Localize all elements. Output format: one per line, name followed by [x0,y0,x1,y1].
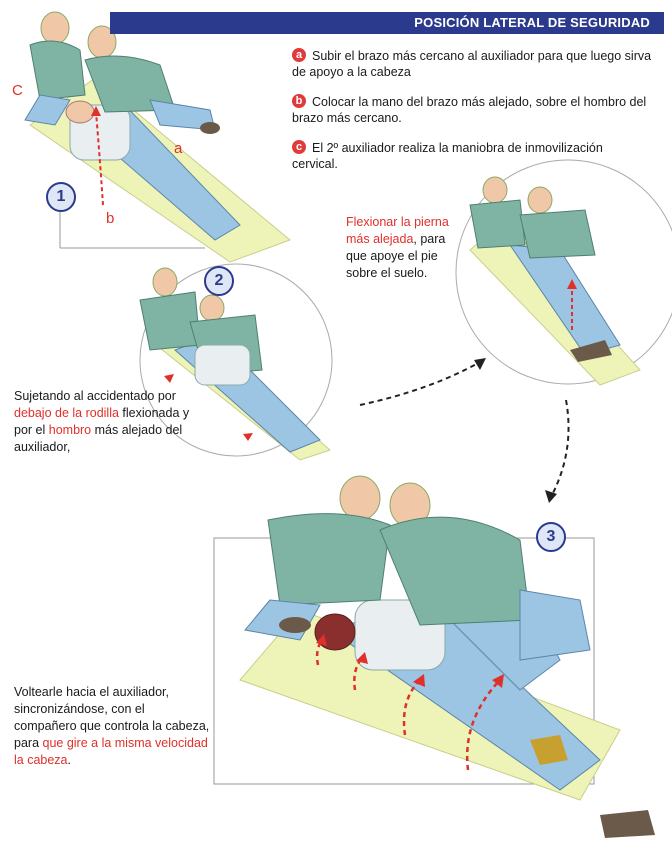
figure-3-number: 3 [536,522,566,552]
step-a-text: Subir el brazo más cercano al auxiliador… [292,49,651,79]
step-b-text: Colocar la mano del brazo más alejado, s… [292,95,646,125]
figure-1-label-a: a [174,140,182,157]
flow-arrow-down [552,400,569,495]
figure-flex-illustration [456,160,672,385]
figure-1-label-b: b [106,210,114,227]
figure-2-caption-text-1: Sujetando al accidentado por [14,389,176,403]
figure-flex-caption: Flexionar la pierna más alejada, para qu… [346,214,458,282]
figure-1-label-c: c [12,82,23,99]
figure-2-caption-highlight-1: debajo de la rodilla [14,406,119,420]
step-a-badge: a [292,48,306,62]
figure-1-number: 1 [46,182,76,212]
header-bar: POSICIÓN LATERAL DE SEGURIDAD [110,12,664,34]
figure-2-number: 2 [204,266,234,296]
step-b-badge: b [292,94,306,108]
figure-3-caption-text-2: . [68,753,71,767]
step-c-badge: c [292,140,306,154]
figure-3-caption: Voltearle hacia el auxiliador, sincroniz… [14,684,210,769]
figure-2-caption-highlight-2: hombro [49,423,91,437]
figure-1-illustration [25,12,290,262]
step-c-text: El 2º auxiliador realiza la maniobra de … [292,141,603,171]
page-title: POSICIÓN LATERAL DE SEGURIDAD [414,15,650,30]
figure-3-illustration [214,476,655,838]
figure-3-caption-highlight: que gire a la misma velocidad la cabeza [14,736,208,767]
figure-2-caption: Sujetando al accidentado por debajo de l… [14,388,194,456]
flow-arrow-right [360,362,480,405]
